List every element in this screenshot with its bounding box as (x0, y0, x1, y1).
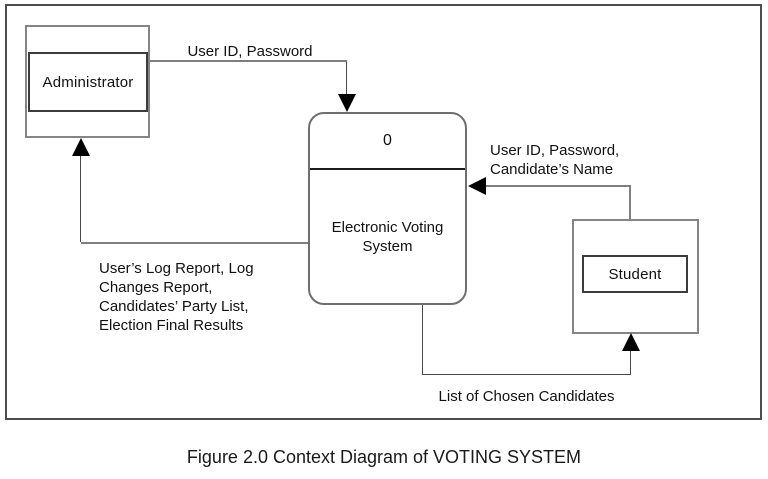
administrator-label: Administrator (42, 73, 134, 91)
flow-system-to-admin-arrowhead (72, 138, 90, 156)
flow-system-to-student-line-v1 (422, 305, 423, 375)
administrator-entity: Administrator (25, 25, 150, 138)
flow-student-to-system-line-h (470, 185, 631, 187)
flow-system-to-admin-label-line4: Election Final Results (99, 317, 244, 334)
student-entity: Student (572, 219, 699, 334)
process-node: 0 Electronic Voting System (308, 112, 467, 305)
flow-student-to-system-arrowhead (468, 177, 486, 195)
flow-admin-to-system-arrowhead (338, 94, 356, 112)
flow-student-to-system-label-line1: User ID, Password, (490, 142, 620, 159)
student-label: Student (608, 265, 662, 283)
flow-system-to-student-arrowhead (622, 333, 640, 351)
student-entity-inner: Student (582, 255, 688, 293)
flow-admin-to-system-line-h (150, 60, 347, 62)
flow-system-to-student-label: List of Chosen Candidates (438, 388, 615, 405)
flow-system-to-admin-line-v (80, 156, 81, 242)
flow-system-to-admin-line-h (81, 242, 308, 244)
flow-system-to-student-line-h (422, 374, 631, 375)
flow-system-to-admin-label-line1: User’s Log Report, Log (99, 260, 254, 277)
flow-student-to-system-label-line2: Candidate’s Name (490, 161, 614, 178)
flow-admin-to-system-line-v (346, 62, 347, 95)
flow-admin-to-system-label: User ID, Password (187, 43, 313, 60)
process-number: 0 (310, 114, 465, 170)
flow-system-to-admin-label-line2: Changes Report, (99, 279, 213, 296)
flow-student-to-system-label: User ID, Password, Candidate’s Name (490, 141, 619, 179)
diagram-border (5, 4, 762, 420)
flow-system-to-admin-label-line3: Candidates’ Party List, (99, 298, 249, 315)
process-body: Electronic Voting System (310, 170, 465, 303)
flow-system-to-admin-label: User’s Log Report, Log Changes Report, C… (99, 259, 254, 335)
figure-caption: Figure 2.0 Context Diagram of VOTING SYS… (186, 447, 582, 467)
process-label: Electronic Voting System (331, 218, 444, 255)
administrator-entity-inner: Administrator (28, 52, 148, 112)
flow-system-to-student-line-v2 (630, 351, 631, 374)
flow-student-to-system-line-v (629, 187, 631, 219)
